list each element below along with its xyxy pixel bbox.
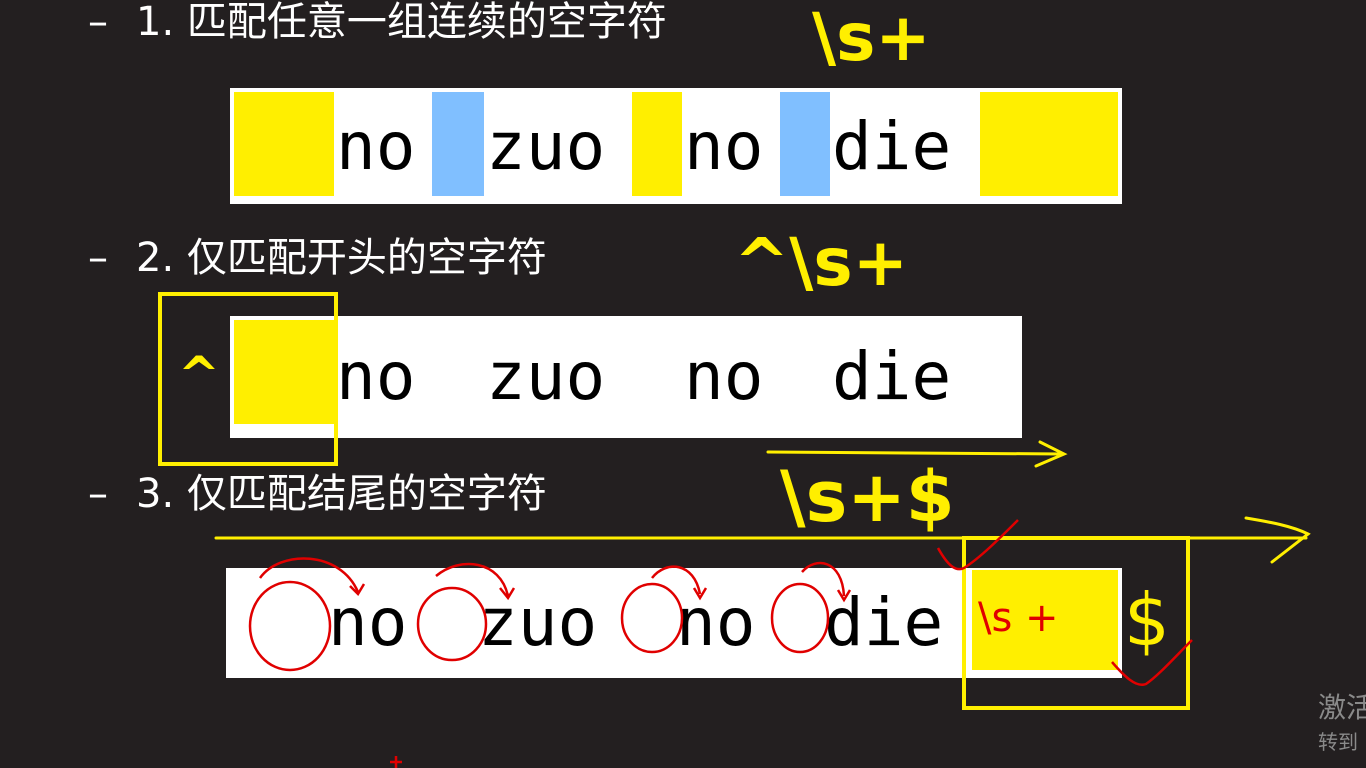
example-strip-2: no zuo no die — [230, 316, 1022, 438]
hop-arrow — [258, 557, 366, 597]
space-circle — [620, 582, 684, 654]
bullet-dash: – — [88, 471, 108, 517]
word-die: die — [832, 108, 952, 185]
activation-watermark-line2: 转到 — [1318, 730, 1358, 754]
bullet-dash: – — [88, 235, 108, 281]
bullet-2: –2. 仅匹配开头的空字符 — [88, 238, 547, 278]
leading-space-highlight — [234, 92, 334, 196]
hop-arrow — [801, 561, 852, 603]
example-strip-1: no zuo no die — [230, 88, 1122, 204]
space-highlight — [432, 92, 484, 196]
space-circle — [416, 586, 488, 662]
check-mark — [936, 519, 1019, 571]
leading-space-highlight — [234, 320, 334, 424]
check-mark — [1111, 639, 1193, 687]
space-highlight — [780, 92, 830, 196]
word-zuo: zuo — [486, 108, 606, 185]
arrow-line — [214, 516, 1311, 564]
arrow-line — [766, 440, 1068, 468]
space-circle — [248, 580, 332, 672]
caret-symbol: ^ — [178, 346, 220, 404]
cursor-mark — [390, 756, 402, 768]
handwritten-regex: \s + — [978, 595, 1059, 641]
dollar-symbol: $ — [1124, 578, 1170, 662]
word-no: no — [336, 108, 416, 185]
word-no: no — [328, 584, 408, 661]
start-anchor-box — [158, 292, 338, 466]
word-zuo: zuo — [486, 338, 606, 415]
regex-1: \s+ — [812, 0, 931, 76]
word-no: no — [676, 584, 756, 661]
bullet-2-text: 2. 仅匹配开头的空字符 — [136, 235, 547, 281]
word-no: no — [684, 338, 764, 415]
hop-arrow — [651, 565, 708, 601]
space-highlight — [632, 92, 682, 196]
regex-2: ^\s+ — [734, 224, 908, 301]
word-no: no — [336, 338, 416, 415]
space-circle — [770, 582, 830, 654]
hop-arrow — [435, 562, 516, 601]
word-no: no — [684, 108, 764, 185]
activation-watermark-line1: 激活 — [1318, 691, 1366, 724]
bullet-dash: – — [88, 0, 108, 45]
trailing-space-highlight — [972, 570, 1118, 670]
trailing-space-highlight — [980, 92, 1118, 196]
regex-3: \s+$ — [780, 456, 955, 538]
word-zuo: zuo — [478, 584, 598, 661]
bullet-1-text: 1. 匹配任意一组连续的空字符 — [136, 0, 667, 45]
word-die: die — [832, 338, 952, 415]
bullet-3: –3. 仅匹配结尾的空字符 — [88, 474, 547, 514]
bullet-1: –1. 匹配任意一组连续的空字符 — [88, 2, 667, 42]
bullet-3-text: 3. 仅匹配结尾的空字符 — [136, 471, 547, 517]
